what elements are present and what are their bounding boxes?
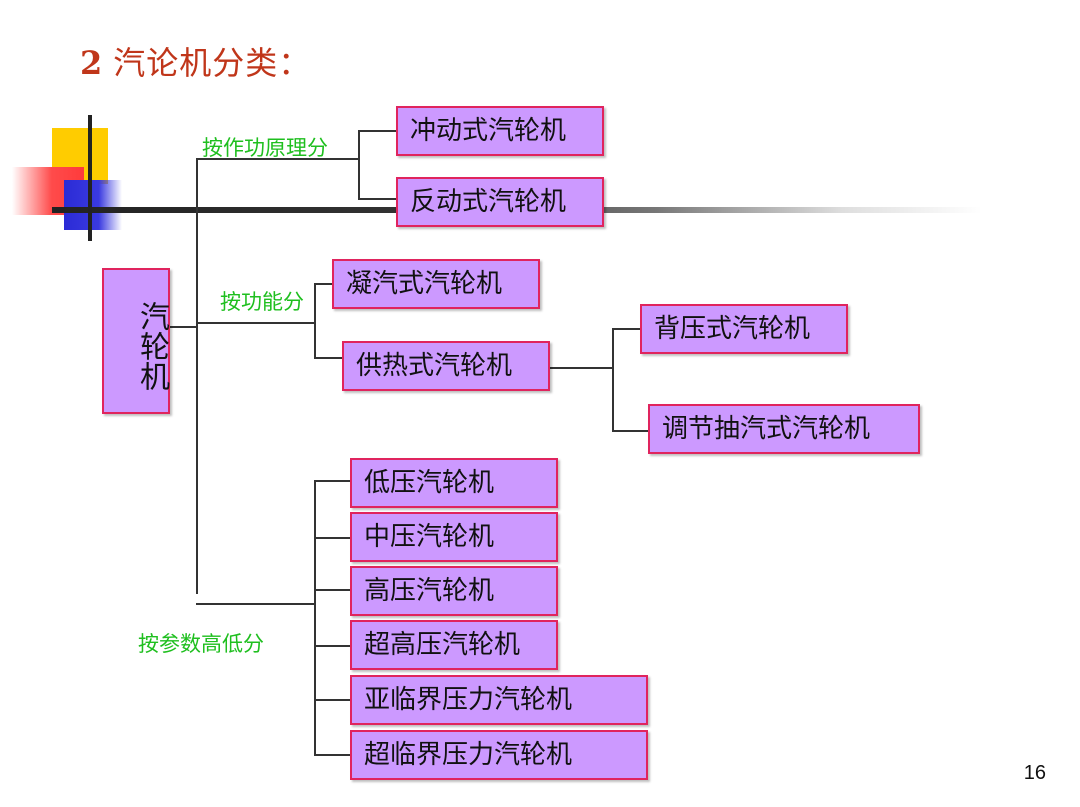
connector [314,754,350,756]
connector [314,645,350,647]
node-reaction-turbine: 反动式汽轮机 [396,177,604,227]
category-label-principle: 按作功原理分 [202,136,328,160]
connector [314,699,350,701]
connector [314,283,316,359]
connector [358,130,398,132]
node-supercritical-turbine: 超临界压力汽轮机 [350,730,648,780]
connector [196,158,198,594]
node-extraction-turbine: 调节抽汽式汽轮机 [648,404,920,454]
node-condensing-turbine: 凝汽式汽轮机 [332,259,540,309]
connector [358,130,360,200]
connector [358,198,398,200]
page-number: 16 [1023,762,1046,784]
connector [170,326,198,328]
connector [314,589,350,591]
connector [314,480,316,756]
category-label-parameters: 按参数高低分 [138,632,264,656]
decor-blue-square [64,180,122,230]
connector [550,367,614,369]
connector [314,480,350,482]
node-ultra-high-pressure-turbine: 超高压汽轮机 [350,620,558,670]
node-impulse-turbine: 冲动式汽轮机 [396,106,604,156]
node-high-pressure-turbine: 高压汽轮机 [350,566,558,616]
connector [612,430,650,432]
connector [314,537,350,539]
connector [612,328,640,330]
connector [196,158,360,160]
connector [196,322,316,324]
connector [314,283,332,285]
decor-vertical-rule [88,115,92,241]
node-medium-pressure-turbine: 中压汽轮机 [350,512,558,562]
node-back-pressure-turbine: 背压式汽轮机 [640,304,848,354]
title-text: 汽论机分类： [113,44,312,82]
root-node: 汽轮机 [102,268,170,414]
title-number: 2 [80,44,104,82]
node-subcritical-turbine: 亚临界压力汽轮机 [350,675,648,725]
node-heating-turbine: 供热式汽轮机 [342,341,550,391]
connector [612,328,614,432]
connector [314,357,342,359]
connector [196,603,316,605]
node-low-pressure-turbine: 低压汽轮机 [350,458,558,508]
category-label-function: 按功能分 [220,290,304,314]
